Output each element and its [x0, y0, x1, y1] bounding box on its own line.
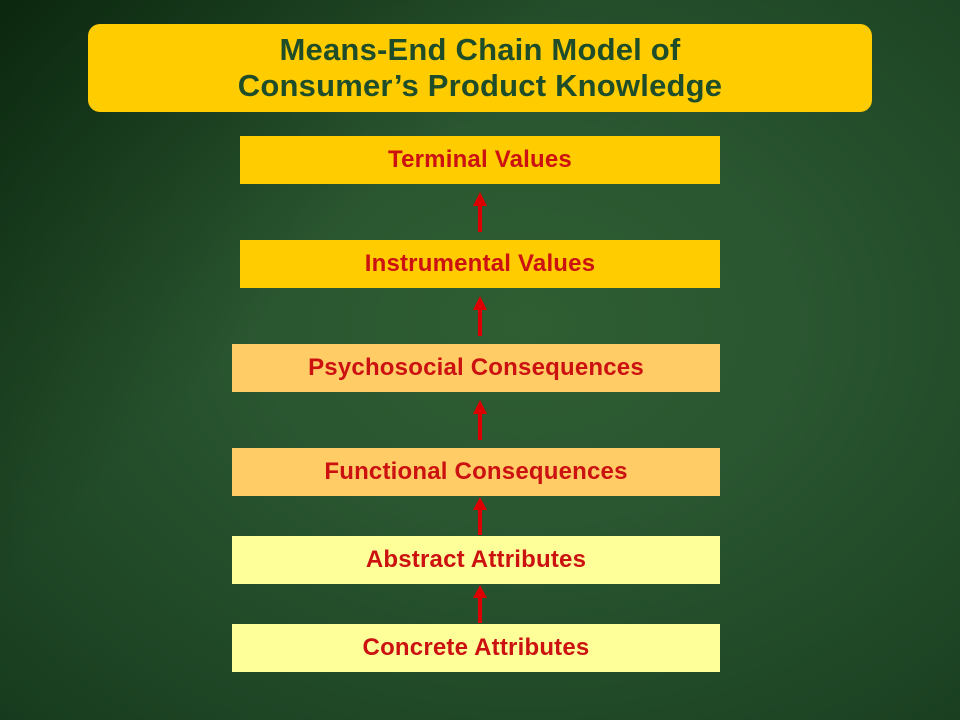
level-abstract-attributes: Abstract Attributes [232, 536, 720, 584]
arrow-up-icon [472, 400, 488, 440]
arrow-up-icon [472, 296, 488, 336]
level-terminal-values: Terminal Values [240, 136, 720, 184]
arrow-up-icon [472, 497, 488, 535]
level-instrumental-values: Instrumental Values [240, 240, 720, 288]
level-functional-consequences: Functional Consequences [232, 448, 720, 496]
arrow-up-icon [472, 585, 488, 623]
title-banner: Means-End Chain Model of Consumer’s Prod… [88, 24, 872, 112]
title-line-2: Consumer’s Product Knowledge [237, 68, 723, 103]
level-psychosocial-consequences: Psychosocial Consequences [232, 344, 720, 392]
level-concrete-attributes: Concrete Attributes [232, 624, 720, 672]
arrow-up-icon [472, 192, 488, 232]
title-line-1: Means-End Chain Model of [279, 32, 681, 67]
